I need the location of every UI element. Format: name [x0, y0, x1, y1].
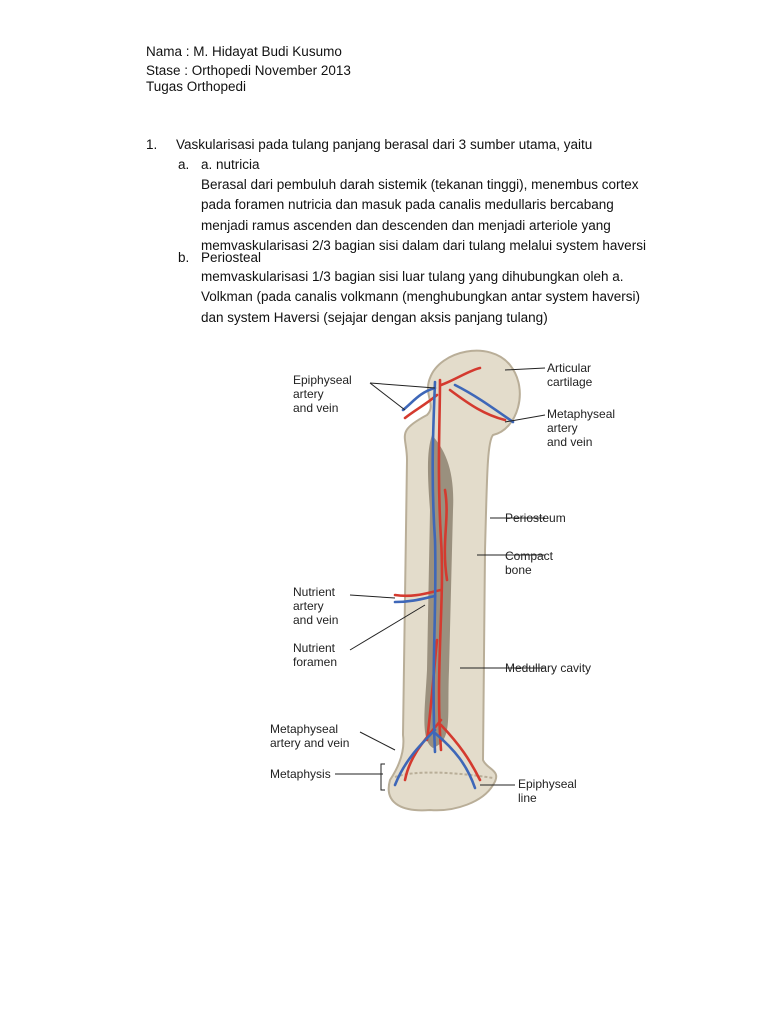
svg-text:Metaphysis: Metaphysis [270, 767, 331, 781]
task-line: Tugas Orthopedi [146, 77, 246, 96]
label-metaphyseal-top-artery: artery [547, 421, 578, 435]
question-text: Vaskularisasi pada tulang panjang berasa… [176, 137, 592, 152]
label-epiphyseal: Epiphyseal [293, 373, 352, 387]
label-foramen: foramen [293, 655, 337, 669]
label-metaphyseal-bottom-av: artery and vein [270, 736, 349, 750]
svg-text:artery and vein: artery and vein [270, 736, 349, 750]
svg-text:foramen: foramen [293, 655, 337, 669]
name-line: Nama : M. Hidayat Budi Kusumo [146, 42, 342, 61]
svg-text:and vein: and vein [293, 613, 338, 627]
svg-text:line: line [518, 791, 537, 805]
label-compact: Compact [505, 549, 554, 563]
svg-text:Nutrient: Nutrient [293, 585, 336, 599]
svg-text:Metaphyseal: Metaphyseal [547, 407, 615, 421]
label-cartilage: cartilage [547, 375, 593, 389]
item-b-title: Periosteal [201, 250, 261, 265]
label-articular: Articular [547, 361, 591, 375]
item-a-body: Berasal dari pembuluh darah sistemik (te… [201, 175, 661, 257]
label-metaphysis: Metaphysis [270, 767, 331, 781]
svg-text:Metaphyseal: Metaphyseal [270, 722, 338, 736]
svg-text:artery: artery [293, 387, 324, 401]
item-b-letter: b. [178, 250, 189, 265]
label-compact-bone: bone [505, 563, 532, 577]
svg-text:artery: artery [547, 421, 578, 435]
svg-text:artery: artery [293, 599, 324, 613]
item-b-body: memvaskularisasi 1/3 bagian sisi luar tu… [201, 267, 661, 328]
label-epiphyseal-artery: artery [293, 387, 324, 401]
item-a-title: a. nutricia [201, 157, 260, 172]
svg-text:Periosteum: Periosteum [505, 511, 566, 525]
label-nutrient-vein: and vein [293, 613, 338, 627]
svg-text:Articular: Articular [547, 361, 591, 375]
svg-text:Medullary cavity: Medullary cavity [505, 661, 591, 675]
label-metaphyseal-top-vein: and vein [547, 435, 592, 449]
svg-text:and vein: and vein [547, 435, 592, 449]
svg-text:Epiphyseal: Epiphyseal [293, 373, 352, 387]
long-bone-vascular-diagram: Epiphyseal artery and vein Articular car… [255, 340, 615, 820]
item-a-letter: a. [178, 157, 189, 172]
label-foramen-nutrient: Nutrient [293, 641, 336, 655]
svg-text:bone: bone [505, 563, 532, 577]
label-epiphyseal-line-2: line [518, 791, 537, 805]
label-epiphyseal-line: Epiphyseal [518, 777, 577, 791]
label-epiphyseal-vein: and vein [293, 401, 338, 415]
svg-text:Compact: Compact [505, 549, 554, 563]
label-metaphyseal-bottom: Metaphyseal [270, 722, 338, 736]
question-number: 1. [146, 137, 157, 152]
label-nutrient: Nutrient [293, 585, 336, 599]
label-nutrient-artery: artery [293, 599, 324, 613]
svg-text:cartilage: cartilage [547, 375, 593, 389]
svg-text:Epiphyseal: Epiphyseal [518, 777, 577, 791]
svg-text:and vein: and vein [293, 401, 338, 415]
label-metaphyseal-top: Metaphyseal [547, 407, 615, 421]
label-medullary-cavity: Medullary cavity [505, 661, 591, 675]
label-periosteum: Periosteum [505, 511, 566, 525]
svg-text:Nutrient: Nutrient [293, 641, 336, 655]
